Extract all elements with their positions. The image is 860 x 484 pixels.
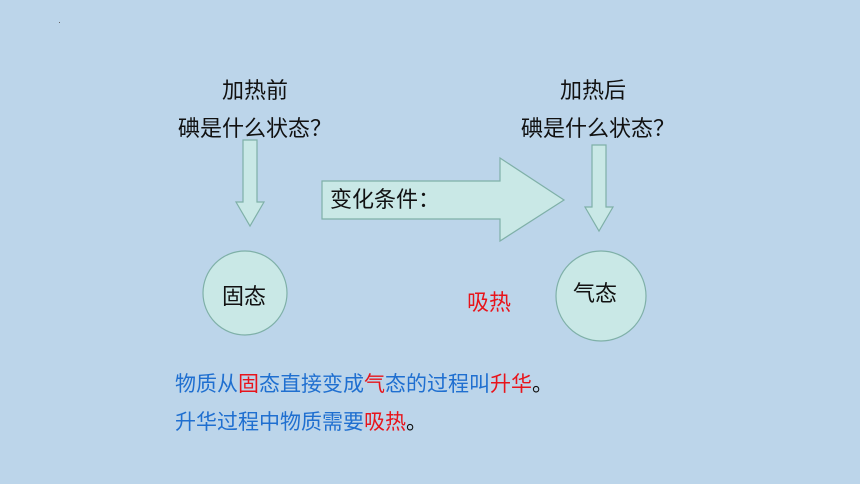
sentence1-gas: 气 [364,372,385,396]
sentence1-period: 。 [532,372,553,396]
condition-label: 变化条件： [330,188,441,213]
down-arrow-left [234,139,266,228]
decorative-dot [59,22,60,23]
sentence1-part5: 态的过程叫 [385,372,490,396]
sentence2-part1: 升华过程中物质需要 [175,410,364,434]
sentence1-solid: 固 [238,372,259,396]
solid-circle [202,250,288,336]
sentence2-period: 。 [406,410,427,434]
before-heading: 加热前 [221,79,288,104]
sentence2-absorb-heat: 吸热 [364,410,406,434]
solid-label: 固态 [222,285,267,310]
condition-arrow [321,156,566,243]
down-arrow-right [583,144,615,233]
after-heading: 加热后 [559,79,626,104]
heat-sentence: 升华过程中物质需要吸热。 [175,406,427,436]
gas-label: 气态 [573,282,618,307]
after-question: 碘是什么状态？ [520,117,675,142]
gas-circle [555,250,647,342]
definition-sentence: 物质从固态直接变成气态的过程叫升华。 [175,368,553,398]
before-question: 碘是什么状态？ [177,117,332,142]
sentence1-sublimation: 升华 [490,372,532,396]
heat-label: 吸热 [467,291,512,316]
sentence1-part1: 物质从 [175,372,238,396]
sentence1-part3: 态直接变成 [259,372,364,396]
